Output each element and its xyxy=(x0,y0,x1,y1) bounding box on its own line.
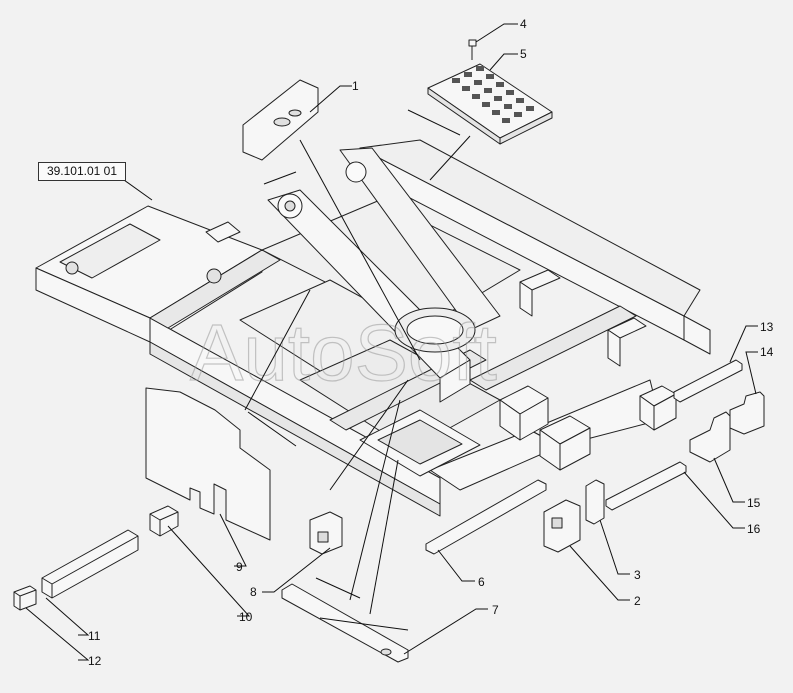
callout-2: 2 xyxy=(634,594,641,608)
part-7-long-bar xyxy=(281,583,409,663)
callout-4: 4 xyxy=(520,17,527,31)
part-6-bar xyxy=(425,479,547,555)
reference-label: 39.101.01 01 xyxy=(38,162,126,181)
part-16-bar xyxy=(605,461,687,511)
callout-13: 13 xyxy=(760,320,774,334)
callout-3: 3 xyxy=(634,568,641,582)
part-10-block xyxy=(149,505,179,537)
leader-lines xyxy=(25,23,758,661)
chassis-frame xyxy=(35,139,711,517)
callout-14: 14 xyxy=(760,345,774,359)
part-15-bracket xyxy=(689,411,731,463)
callout-1: 1 xyxy=(352,79,359,93)
part-3-block xyxy=(585,479,605,525)
callout-7: 7 xyxy=(492,603,499,617)
part-11-bar xyxy=(41,529,139,599)
part-5-grid-plate xyxy=(427,63,553,145)
part-13-bar xyxy=(673,359,743,403)
callout-labels: 1 2 3 4 5 6 7 8 9 10 11 12 13 14 15 16 xyxy=(88,17,774,668)
callout-9: 9 xyxy=(236,560,243,574)
callout-15: 15 xyxy=(747,496,761,510)
part-9-large-plate xyxy=(145,387,271,541)
callout-11: 11 xyxy=(88,629,101,643)
part-12-block xyxy=(13,585,37,611)
part-4-bolt xyxy=(468,39,477,60)
watermark-text: AutoSoft xyxy=(190,308,497,397)
callout-10: 10 xyxy=(239,610,253,624)
callout-12: 12 xyxy=(88,654,102,668)
part-14-block xyxy=(729,391,765,435)
callout-5: 5 xyxy=(520,47,527,61)
callout-6: 6 xyxy=(478,575,485,589)
callout-16: 16 xyxy=(747,522,761,536)
callout-8: 8 xyxy=(250,585,257,599)
